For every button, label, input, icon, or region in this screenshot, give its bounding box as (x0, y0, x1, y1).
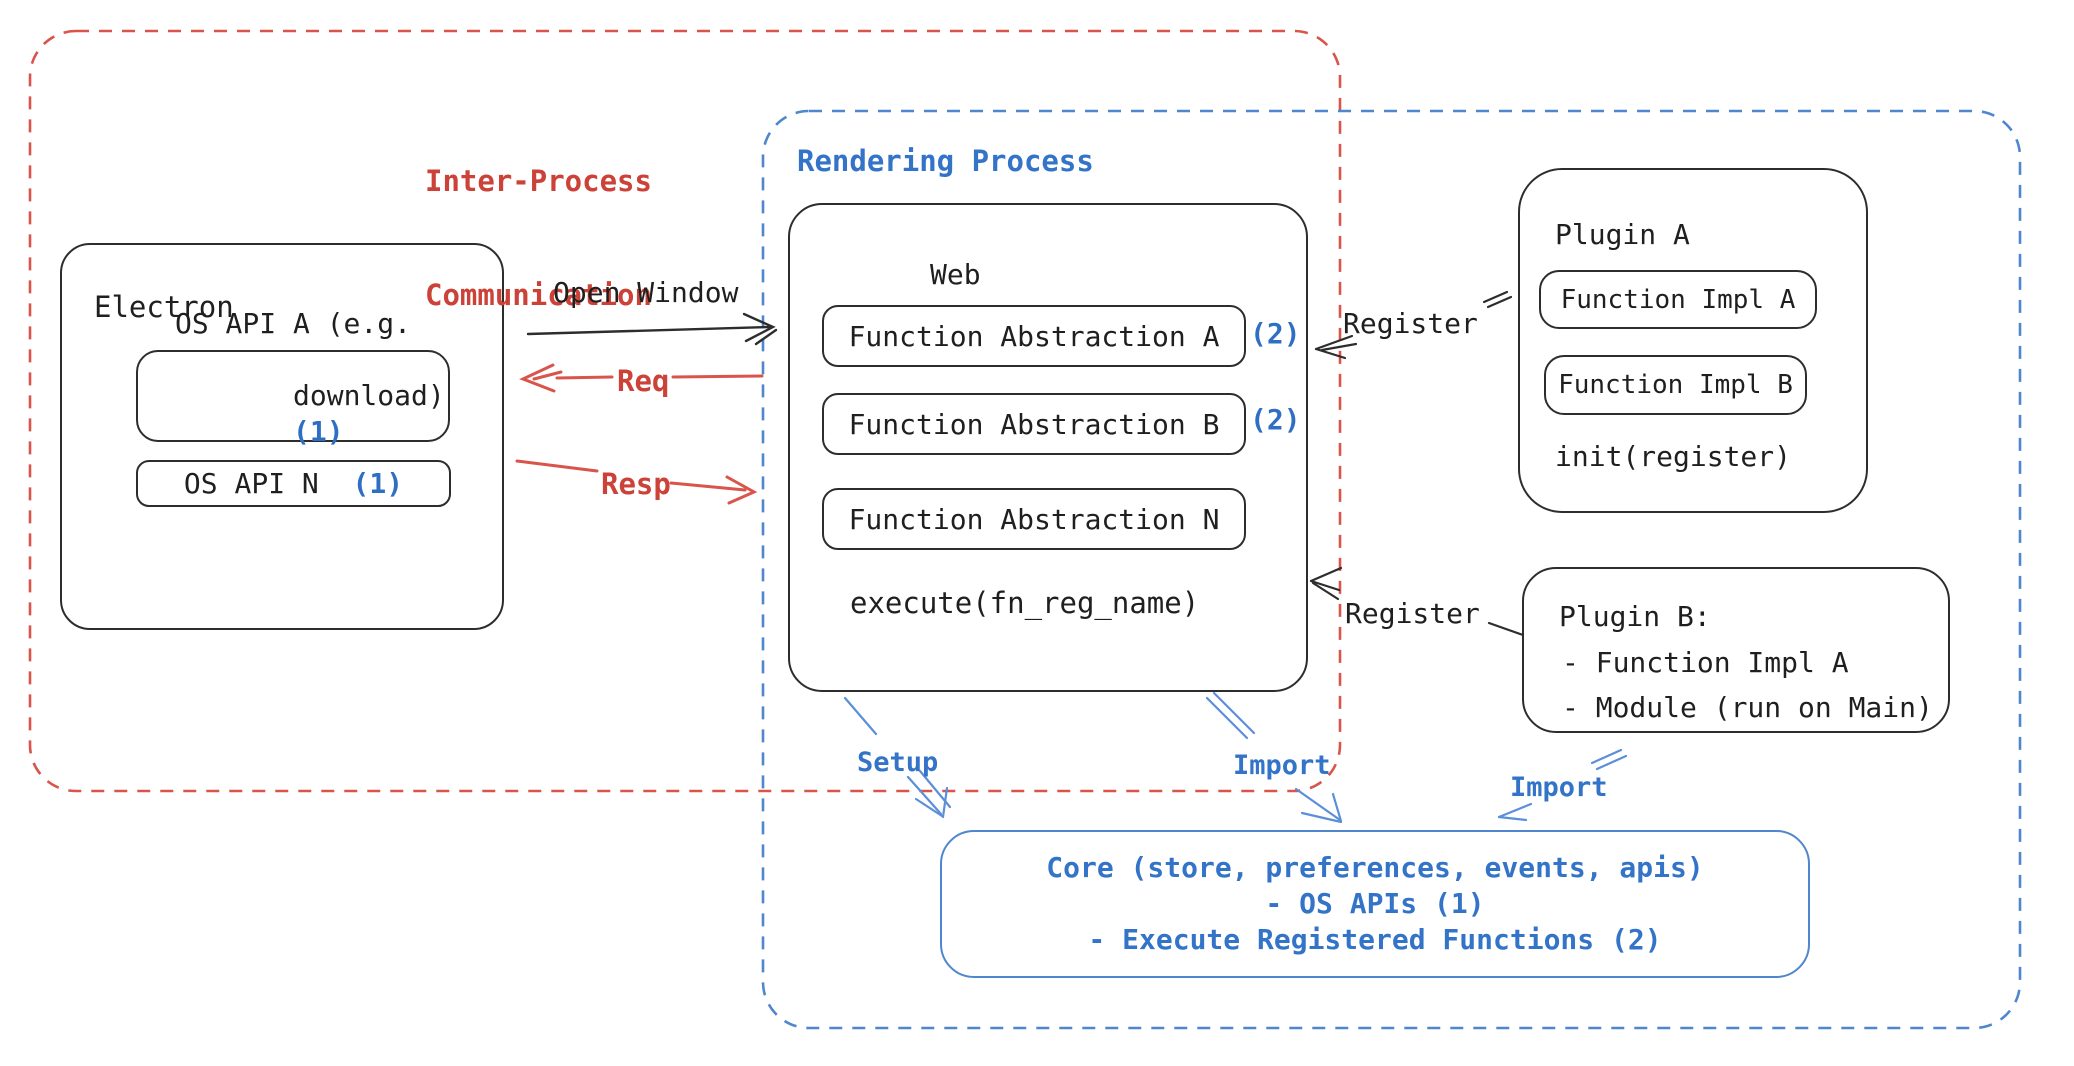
import-left-label: Import (1233, 750, 1331, 781)
os-api-a-note: (1) (293, 415, 344, 448)
web-box: Web Function Abstraction A Function Abst… (788, 203, 1308, 692)
os-api-n-note: (1) (352, 467, 404, 500)
function-abstraction-b-box: Function Abstraction B (822, 393, 1246, 455)
plugin-a-box: Plugin A Function Impl A Function Impl B… (1518, 168, 1868, 513)
function-impl-b-box: Function Impl B (1544, 355, 1807, 415)
function-abstraction-b-label: Function Abstraction B (848, 407, 1220, 441)
plugin-b-title: Plugin B: (1559, 600, 1711, 633)
function-abstraction-a-label: Function Abstraction A (848, 319, 1220, 353)
os-api-a-label-line2: download) (293, 379, 445, 412)
web-title: Web (930, 258, 981, 291)
ipc-region-label: Inter-Process Communication (425, 86, 652, 390)
os-api-n-box: OS API N (1) (136, 460, 451, 507)
init-register-label: init(register) (1555, 440, 1792, 473)
function-abstraction-n-box: Function Abstraction N (822, 488, 1246, 550)
function-abstraction-a-note: (2) (1250, 317, 1301, 350)
import-right-label: Import (1510, 772, 1608, 803)
ipc-label-line2: Communication (425, 278, 652, 312)
register-top-label: Register (1343, 307, 1478, 340)
resp-label: Resp (601, 467, 671, 501)
register-bottom-label: Register (1345, 597, 1480, 630)
function-impl-a-box: Function Impl A (1539, 270, 1817, 329)
core-box: Core (store, preferences, events, apis) … (940, 830, 1810, 978)
os-api-a-label-line1: OS API A (e.g. (174, 307, 411, 340)
core-line-3: - Execute Registered Functions (2) (1088, 923, 1662, 956)
electron-box: Electron OS API A (e.g. download) (1) OS… (60, 243, 504, 630)
plugin-b-item-function-impl-a: - Function Impl A (1562, 646, 1849, 679)
execute-label: execute(fn_reg_name) (850, 586, 1200, 620)
os-api-a-box: OS API A (e.g. download) (1) (136, 307, 450, 448)
function-abstraction-a-box: Function Abstraction A (822, 305, 1246, 367)
rendering-region-label: Rendering Process (797, 144, 1094, 178)
function-abstraction-b-note: (2) (1250, 403, 1301, 436)
plugin-b-item-module: - Module (run on Main) (1562, 691, 1933, 724)
core-line-2: - OS APIs (1) (1265, 887, 1485, 920)
plugin-b-box: Plugin B: - Function Impl A - Module (ru… (1522, 567, 1950, 733)
open-window-label: Open Window (553, 276, 739, 309)
core-line-1: Core (store, preferences, events, apis) (1046, 851, 1704, 884)
ipc-label-line1: Inter-Process (425, 164, 652, 198)
os-api-n-label: OS API N (183, 467, 319, 500)
plugin-a-title: Plugin A (1555, 218, 1690, 251)
function-impl-a-label: Function Impl A (1560, 284, 1796, 315)
req-label: Req (617, 364, 670, 398)
setup-label: Setup (857, 747, 939, 778)
function-abstraction-n-label: Function Abstraction N (848, 502, 1220, 536)
electron-title: Electron (94, 290, 234, 324)
function-impl-b-label: Function Impl B (1558, 370, 1793, 400)
